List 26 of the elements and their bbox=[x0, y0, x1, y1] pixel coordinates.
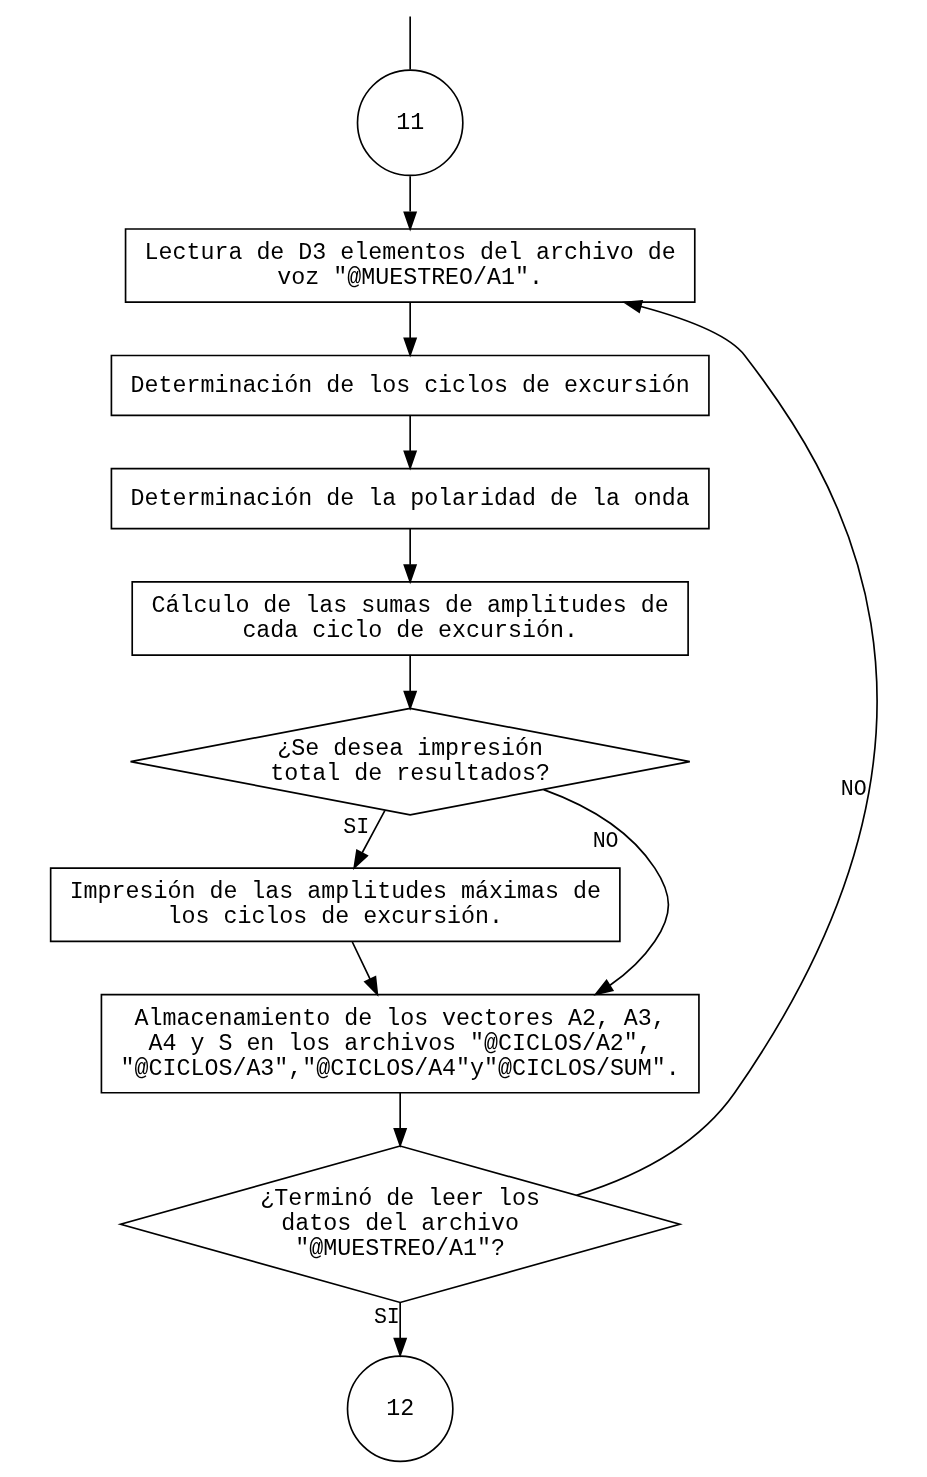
arrow bbox=[352, 809, 386, 870]
arrow bbox=[392, 1301, 407, 1358]
node-diamond: ¿Se desea impresión total de resultados? bbox=[129, 707, 691, 816]
node-box: Cálculo de las sumas de amplitudes de cada ciclo de excursión. bbox=[130, 580, 689, 656]
node-diamond: ¿Terminó de leer los datos del archivo "@MUESTREO/A1"? bbox=[116, 1145, 683, 1304]
arrow bbox=[575, 299, 878, 1197]
arrow bbox=[542, 788, 669, 996]
edge-label: NO bbox=[840, 776, 867, 801]
arrow bbox=[351, 941, 378, 997]
node-circle: 11 bbox=[356, 69, 464, 177]
node-box: Almacenamiento de los vectores A2, A3, A4 y S en los archivos "@CICLOS/A2", "@CICLOS/A3","@CICLOS/A4"y"@CICLOS/SUM". bbox=[100, 993, 700, 1094]
node-box: Determinación de la polaridad de la onda bbox=[110, 467, 710, 530]
node-circle: 12 bbox=[346, 1355, 454, 1463]
edge-label: SI bbox=[373, 1304, 400, 1329]
node-box: Impresión de las amplitudes máximas de los ciclos de excursión. bbox=[49, 867, 621, 943]
arrow bbox=[402, 528, 417, 585]
arrow bbox=[402, 654, 417, 711]
arrow bbox=[392, 1092, 407, 1149]
edge-label: SI bbox=[342, 814, 369, 839]
arrow bbox=[402, 301, 417, 358]
edge-label: NO bbox=[592, 829, 619, 854]
arrow bbox=[402, 415, 417, 471]
node-box: Lectura de D3 elementos del archivo de voz "@MUESTREO/A1". bbox=[124, 228, 696, 304]
connector bbox=[408, 15, 411, 71]
arrow bbox=[402, 175, 417, 232]
node-box: Determinación de los ciclos de excursión bbox=[110, 354, 710, 417]
